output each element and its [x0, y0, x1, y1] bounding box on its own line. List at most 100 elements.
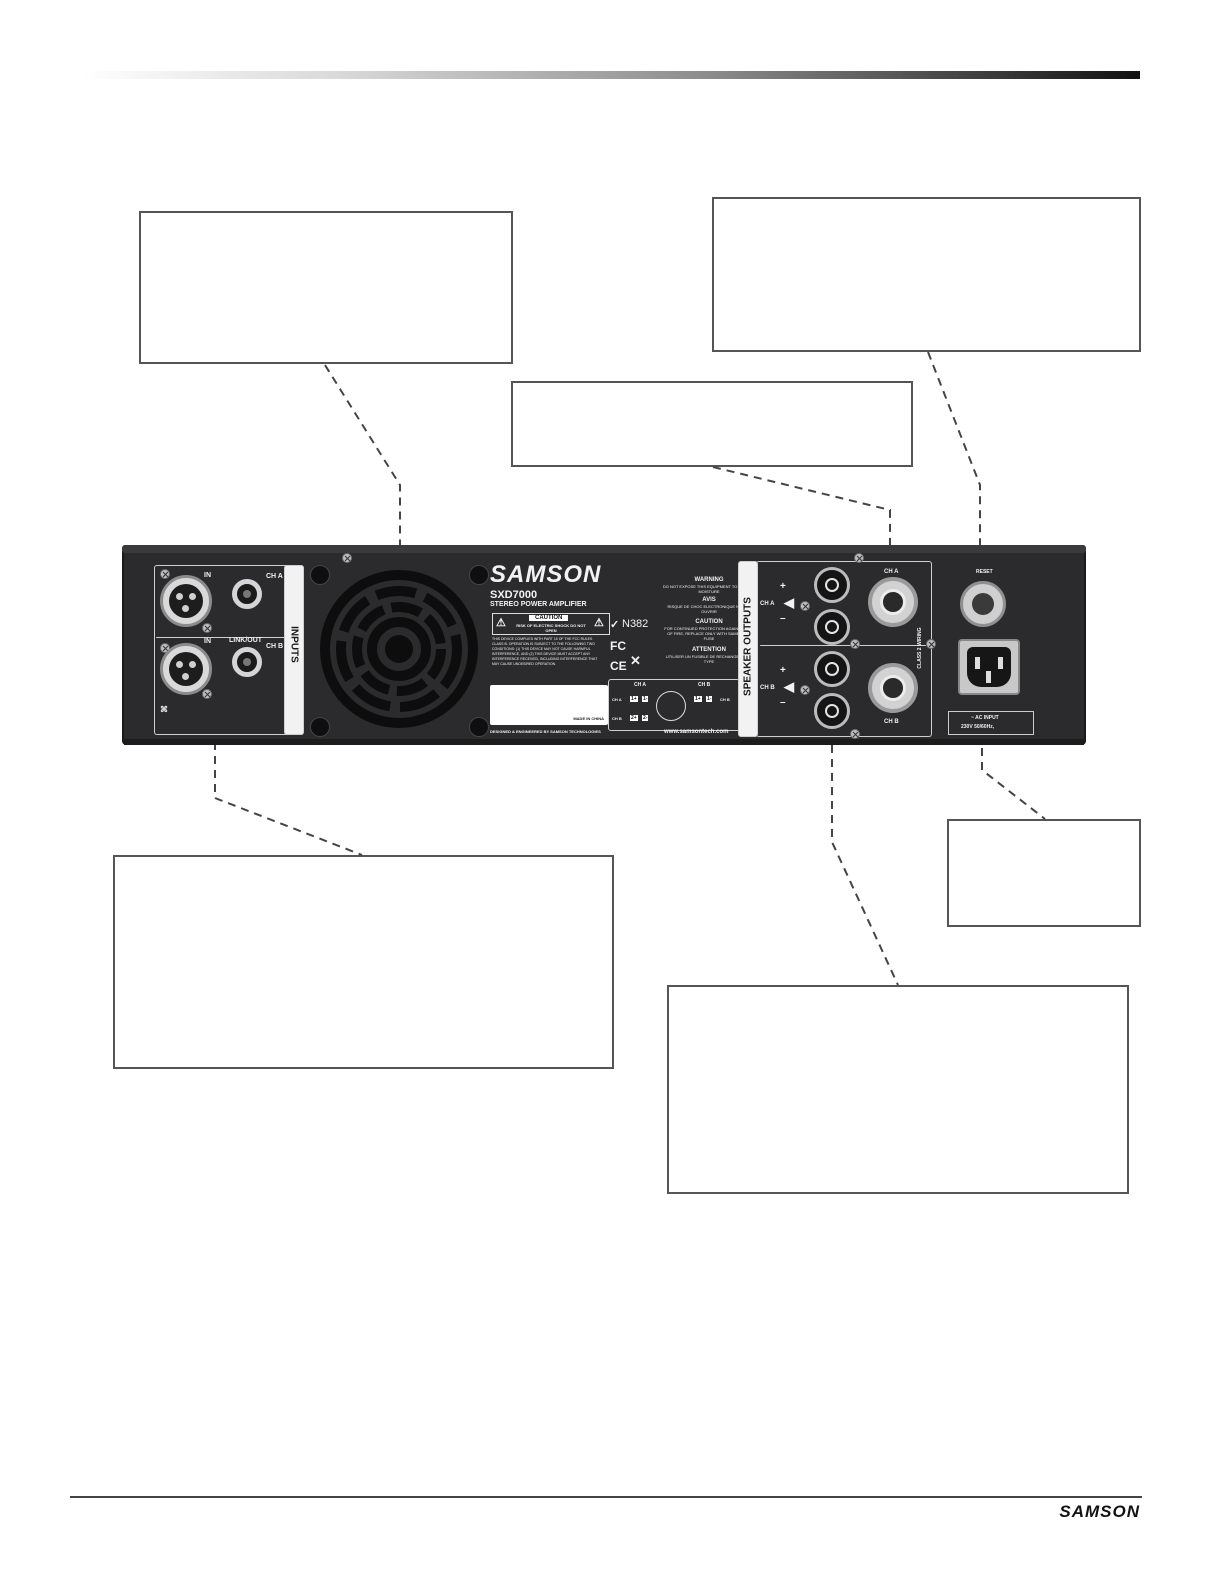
- wiring-code: 1-: [706, 696, 713, 702]
- weee-bin-icon: ✕: [630, 653, 641, 668]
- n-mark-icon: ✓: [610, 619, 620, 631]
- jack-ch-a-label: CH A: [266, 573, 283, 580]
- wiring-code: 1-: [642, 696, 649, 702]
- speaker-outputs-section: [756, 561, 932, 737]
- speaker-ch-b-label: CH B: [760, 685, 775, 691]
- attention-title: ATTENTION: [692, 647, 726, 653]
- xlr-input-ch-a[interactable]: [160, 575, 212, 627]
- fc-mark: FC: [610, 639, 626, 653]
- speaker-outputs-label-strip: [738, 561, 758, 737]
- binding-post-ch-b-plus[interactable]: [814, 651, 850, 687]
- minus-label-a: –: [780, 613, 786, 624]
- screw: [160, 569, 170, 579]
- speaker-outputs-divider: [760, 645, 926, 646]
- designed-by: DESIGNED & ENGINEERED BY SAMSON TECHNOLO…: [490, 729, 601, 734]
- speakon-output-ch-b[interactable]: [868, 663, 918, 713]
- speakon-output-ch-a[interactable]: [868, 577, 918, 627]
- callout-speakon: [511, 381, 913, 467]
- panel-bottom-lip: [124, 739, 1084, 745]
- callout-reset: [712, 197, 1141, 352]
- class2-wiring-label: CLASS 2 WIRING: [917, 627, 923, 669]
- model-subtitle: STEREO POWER AMPLIFIER: [490, 601, 587, 608]
- in-label-b: IN: [204, 638, 211, 645]
- footer-logo: SAMSON: [1059, 1502, 1140, 1521]
- screw: [202, 623, 212, 633]
- wiring-ch-b-row-right: CH B: [720, 697, 730, 702]
- inputs-label: INPUTS: [288, 626, 300, 663]
- speaker-icon: ◀: [784, 595, 794, 610]
- jack-ch-b-label: CH B: [266, 643, 284, 650]
- callout-binding-posts: [667, 985, 1129, 1194]
- cooling-fan-grille: [320, 570, 478, 728]
- caution-badge-text: RISK OF ELECTRIC SHOCK DO NOT OPEN: [516, 623, 586, 633]
- leader-speakon: [712, 466, 891, 547]
- wiring-ch-a-title: CH A: [634, 682, 647, 688]
- screw: [850, 639, 860, 649]
- leader-inputs: [324, 364, 401, 547]
- screw: [854, 553, 864, 563]
- leader-link-out: [214, 742, 363, 856]
- made-in-label: MADE IN CHINA: [573, 716, 604, 721]
- caution-text: FOR CONTINUED PROTECTION AGAINST RISK OF…: [664, 626, 754, 641]
- callout-ac-input: [947, 819, 1141, 927]
- footer-rule: [70, 1496, 1142, 1498]
- inputs-label-strip: [284, 565, 304, 735]
- binding-post-ch-a-minus[interactable]: [814, 609, 850, 645]
- wiring-ch-b-row: CH B: [612, 716, 622, 721]
- callout-link-out: [113, 855, 614, 1069]
- caution-badge-title: CAUTION: [529, 615, 569, 621]
- caution-badge: ⚠ CAUTION RISK OF ELECTRIC SHOCK DO NOT …: [492, 613, 610, 635]
- wiring-code: 2+: [630, 715, 638, 721]
- inputs-section: [154, 565, 304, 735]
- reset-button[interactable]: [960, 581, 1006, 627]
- panel-foot: [310, 717, 330, 737]
- ac-input-plate: ~ AC INPUT 230V 50/60Hz,: [948, 711, 1034, 735]
- xlr-input-ch-b[interactable]: [160, 643, 212, 695]
- binding-post-ch-b-minus[interactable]: [814, 693, 850, 729]
- ac-input-label: ~ AC INPUT: [971, 715, 999, 721]
- amplifier-rear-panel: IN IN ⌘ CH A LINK/OUT CH B INPUTS SAMSON…: [122, 545, 1086, 745]
- wiring-ch-b-title: CH B: [698, 682, 711, 688]
- model-name: SXD7000: [490, 589, 538, 601]
- caution-triangle-icon: ⚠: [594, 617, 604, 629]
- serial-label-plate: MADE IN CHINA: [490, 685, 608, 725]
- wiring-code: 1+: [630, 696, 638, 702]
- ac-power-inlet[interactable]: [958, 639, 1020, 695]
- link-out-label: LINK/OUT: [229, 637, 263, 644]
- in-label-a: IN: [204, 572, 211, 579]
- leader-reset: [927, 351, 981, 547]
- speakon-ch-a-label: CH A: [884, 569, 899, 575]
- screw: [926, 639, 936, 649]
- panel-top-lip: [122, 545, 1086, 553]
- panel-foot: [469, 717, 489, 737]
- warning-text: DO NOT EXPOSE THIS EQUIPMENT TO RAIN OR …: [662, 584, 756, 594]
- jack-link-out-ch-b[interactable]: [232, 647, 262, 677]
- reset-label: RESET: [976, 569, 993, 575]
- plus-label-a: +: [780, 581, 786, 592]
- speakon-pinout-icon: [656, 691, 686, 721]
- warning-title: WARNING: [694, 577, 724, 583]
- binding-post-ch-a-plus[interactable]: [814, 567, 850, 603]
- plus-label-b: +: [780, 665, 786, 676]
- screw: [800, 685, 810, 695]
- leader-ac-input: [981, 748, 1046, 820]
- panel-foot: [310, 565, 330, 585]
- minus-label-b: –: [780, 697, 786, 708]
- fcc-statement: THIS DEVICE COMPLIES WITH PART 15 OF THE…: [492, 637, 598, 666]
- caution-title: CAUTION: [695, 619, 723, 625]
- wiring-ch-a-row: CH A: [612, 697, 622, 702]
- screw: [202, 689, 212, 699]
- xlr-pinout-icon: ⌘: [160, 705, 168, 714]
- avis-text: RISQUE DE CHOC ELECTRONIQUE NE PAS OUVRI…: [667, 604, 751, 614]
- attention-text: UTILISER UN FUSIBLE DE RECHANGE MEME TYP…: [665, 654, 753, 664]
- leader-binding-posts: [831, 745, 899, 986]
- header-gradient-bar: [80, 71, 1140, 79]
- speaker-ch-a-label: CH A: [760, 601, 775, 607]
- jack-ch-a[interactable]: [232, 579, 262, 609]
- n-mark: N382: [622, 618, 649, 630]
- screw: [850, 729, 860, 739]
- caution-triangle-icon: ⚠: [496, 617, 506, 629]
- ce-mark: CE: [610, 659, 627, 673]
- speaker-outputs-label: SPEAKER OUTPUTS: [742, 597, 754, 696]
- speaker-icon: ◀: [784, 679, 794, 694]
